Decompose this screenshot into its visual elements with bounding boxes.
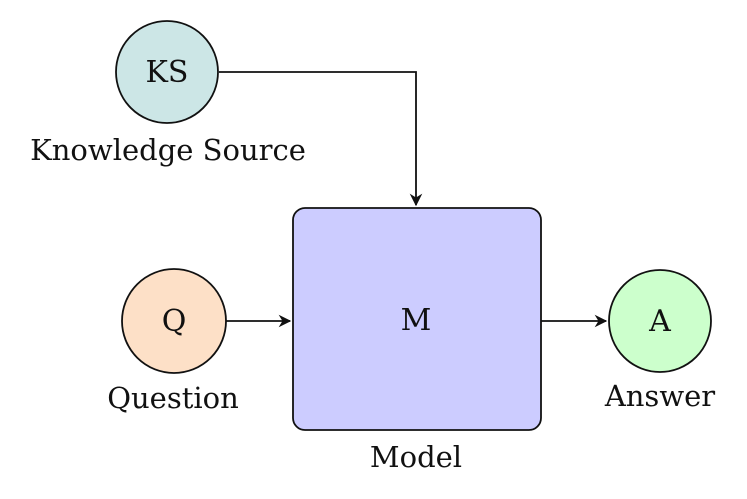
- answer-symbol: A: [648, 304, 671, 339]
- model-box: [292, 207, 542, 431]
- model-caption: Model: [370, 440, 462, 474]
- model-symbol: M: [401, 303, 432, 338]
- knowledge-source-circle: [115, 20, 219, 124]
- question-caption: Question: [107, 381, 239, 415]
- knowledge-source-caption: Knowledge Source: [30, 133, 306, 167]
- model-node: M: [292, 207, 542, 431]
- answer-circle: [608, 269, 712, 373]
- knowledge-source-symbol: KS: [146, 55, 189, 90]
- question-node: Q: [121, 268, 227, 374]
- answer-node: A: [608, 269, 712, 373]
- answer-caption: Answer: [604, 379, 715, 413]
- question-circle: [121, 268, 227, 374]
- edge-ks-to-model: [219, 71, 423, 207]
- question-symbol: Q: [162, 304, 187, 339]
- knowledge-source-node: KS: [115, 20, 219, 124]
